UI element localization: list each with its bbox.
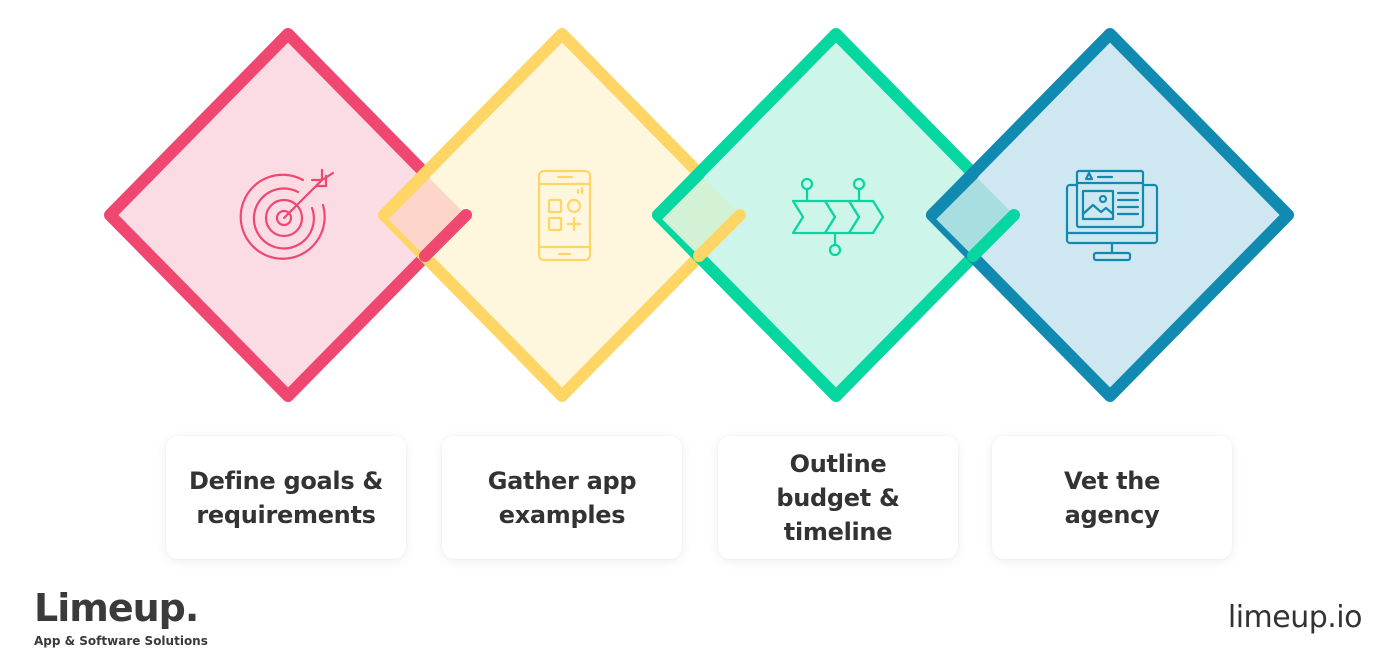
link-stroke-2b [693, 209, 746, 262]
step-card-4: Vet the agency [992, 436, 1232, 559]
step-label-2: Gather app examples [487, 466, 637, 529]
link-stroke-3 [926, 168, 979, 221]
step-card-1: Define goals & requirements [166, 436, 406, 559]
diamond-step-2 [378, 28, 746, 402]
site-url: limeup.io [1227, 600, 1363, 635]
link-stroke-1b [419, 209, 472, 262]
target-icon [239, 168, 335, 260]
brand-tagline: App & Software Solutions [34, 634, 208, 648]
brand-logo: Limeup. App & Software Solutions [34, 586, 208, 648]
step-card-3: Outline budget & timeline [718, 436, 958, 559]
link-stroke-1 [378, 168, 431, 221]
brand-name: Limeup. [34, 586, 199, 630]
timeline-icon [791, 177, 885, 257]
link-stroke-2 [652, 168, 705, 221]
step-card-2: Gather app examples [442, 436, 682, 559]
step-label-4: Vet the agency [1063, 466, 1161, 529]
smartphone-icon [537, 169, 592, 262]
steps-diagram [104, 28, 1294, 402]
step-label-1: Define goals & requirements [188, 466, 384, 529]
diamond-step-3 [652, 28, 1020, 402]
monitor-icon [1065, 169, 1159, 262]
link-stroke-3b [967, 209, 1020, 262]
step-label-3: Outline budget & timeline [776, 449, 900, 546]
